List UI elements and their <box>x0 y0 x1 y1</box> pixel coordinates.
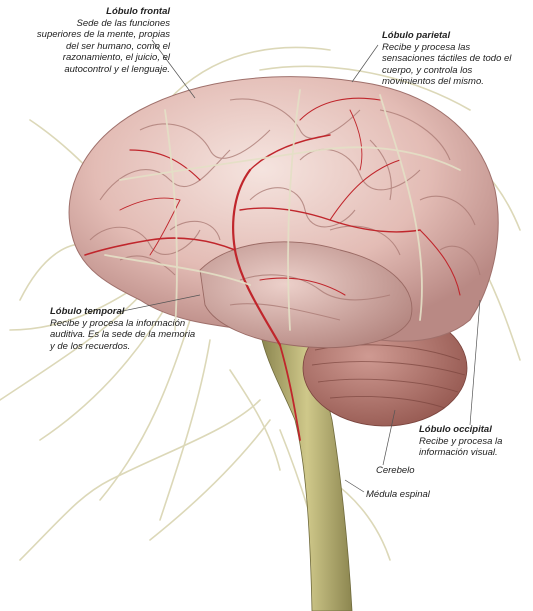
occipital-lobe-label: Lóbulo occipital Recibe y procesa la inf… <box>419 424 529 459</box>
temporal-lobe-description: Recibe y procesa la información auditiva… <box>50 317 196 352</box>
spinal-cord-label: Médula espinal <box>366 489 430 501</box>
parietal-lobe-description: Recibe y procesa las sensaciones táctile… <box>382 41 512 88</box>
cortex-gyri <box>89 98 481 321</box>
frontal-lobe-title: Lóbulo frontal <box>106 6 170 17</box>
temporal-lobe-label: Lóbulo temporal Recibe y procesa la info… <box>50 306 200 352</box>
cranial-nerves <box>104 89 461 331</box>
cerebellum-label: Cerebelo <box>376 465 415 477</box>
frontal-lobe-label: Lóbulo frontal Sede de las funciones sup… <box>30 6 170 75</box>
frontal-lobe-description: Sede de las funciones superiores de la m… <box>36 17 170 75</box>
occipital-lobe-title: Lóbulo occipital <box>419 424 492 435</box>
temporal-lobe-title: Lóbulo temporal <box>50 306 125 317</box>
temporal-lobe <box>199 241 413 349</box>
spinal-cord-title: Médula espinal <box>366 489 430 500</box>
parietal-lobe-label: Lóbulo parietal Recibe y procesa las sen… <box>382 30 522 88</box>
occipital-lobe-description: Recibe y procesa la información visual. <box>419 435 503 459</box>
leader-lines <box>117 39 481 493</box>
parietal-lobe-title: Lóbulo parietal <box>382 30 451 41</box>
blood-vessels <box>84 97 461 441</box>
cerebellum-title: Cerebelo <box>376 465 415 476</box>
